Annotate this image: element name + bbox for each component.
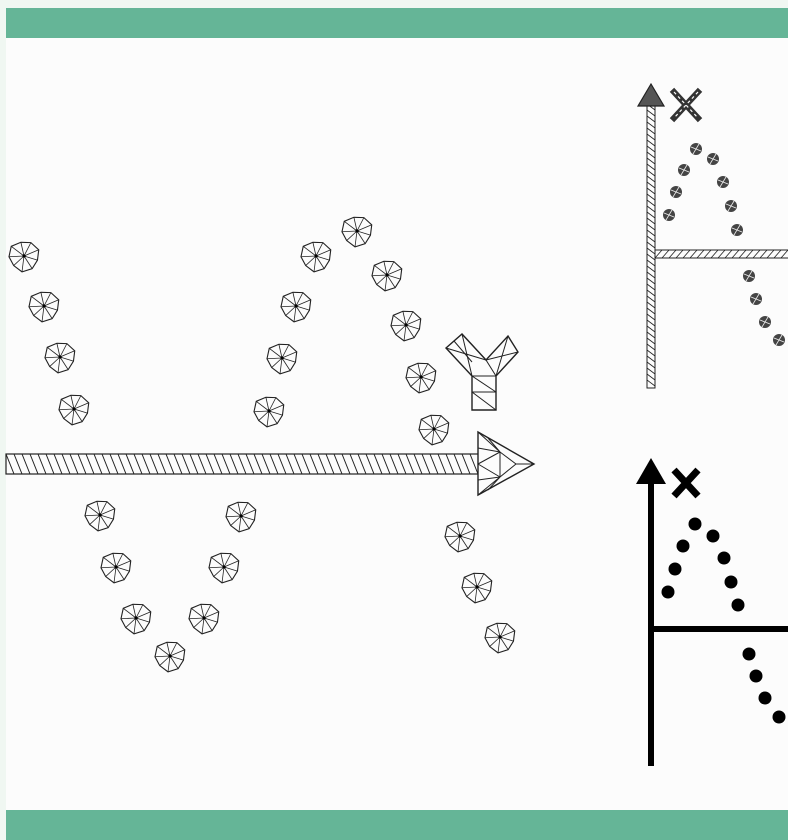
- sine-point: [405, 362, 437, 394]
- mesh-panel-arrow-tip: [636, 82, 666, 107]
- mesh-panel-point: [750, 293, 762, 305]
- sine-point: [120, 603, 152, 635]
- bottom-accent-bar: [6, 810, 788, 840]
- sine-point: [418, 414, 450, 446]
- mesh-panel-point: [707, 153, 719, 165]
- solid-panel-point: [731, 598, 745, 612]
- solid-panel-point: [772, 710, 786, 724]
- sine-point: [208, 552, 240, 584]
- sine-point: [371, 260, 403, 292]
- solid-panel-point: [706, 529, 720, 543]
- solid-panel-point: [676, 539, 690, 553]
- mesh-panel-point: [690, 143, 702, 155]
- sine-point: [461, 572, 493, 604]
- mesh-panel-point: [743, 270, 755, 282]
- sine-point: [154, 641, 186, 673]
- sine-point: [484, 622, 516, 654]
- sine-point: [280, 291, 312, 323]
- solid-panel-x-marker-icon: [671, 467, 701, 499]
- sine-point: [253, 396, 285, 428]
- sine-point: [300, 241, 332, 273]
- mesh-panel-point: [759, 316, 771, 328]
- sine-point: [44, 342, 76, 374]
- solid-panel-marker-label: ×: [668, 496, 669, 499]
- sine-point: [188, 603, 220, 635]
- mesh-panel-point: [663, 209, 675, 221]
- image-frame: [6, 8, 788, 840]
- mesh-panel-point: [678, 164, 690, 176]
- top-accent-bar: [6, 8, 788, 38]
- solid-sine-panel: ×: [636, 458, 788, 766]
- sine-point: [84, 500, 116, 532]
- solid-panel-point: [749, 669, 763, 683]
- mesh-panel-point: [731, 224, 743, 236]
- solid-panel-point: [717, 551, 731, 565]
- sine-point: [225, 501, 257, 533]
- sine-point: [28, 291, 60, 323]
- solid-panel-point: [661, 585, 675, 599]
- solid-panel-point: [668, 562, 682, 576]
- sine-point: [266, 343, 298, 375]
- main-x-axis-arrow: [5, 430, 536, 497]
- mesh-panel-x-marker-icon: [669, 87, 703, 123]
- sine-point: [444, 521, 476, 553]
- sine-point: [100, 552, 132, 584]
- mesh-panel-marker-label: ×: [666, 116, 667, 119]
- main-sine-points: [8, 216, 516, 673]
- main-arrowhead: [477, 430, 536, 497]
- sine-point: [58, 394, 90, 426]
- solid-panel-point: [688, 517, 702, 531]
- sine-point: [390, 310, 422, 342]
- main-arrow-mesh: [5, 453, 479, 475]
- solid-panel-point: [758, 691, 772, 705]
- mesh-panel-point: [773, 334, 785, 346]
- solid-panel-point: [724, 575, 738, 589]
- mesh-panel-point: [670, 186, 682, 198]
- main-y-glyph-icon: [444, 333, 519, 411]
- sine-point: [341, 216, 373, 248]
- mesh-panel-point: [725, 200, 737, 212]
- mesh-sine-panel: ×: [636, 82, 788, 389]
- solid-panel-arrow-tip: [636, 458, 666, 484]
- mesh-panel-point: [717, 176, 729, 188]
- sine-point: [8, 241, 40, 273]
- solid-panel-point: [742, 647, 756, 661]
